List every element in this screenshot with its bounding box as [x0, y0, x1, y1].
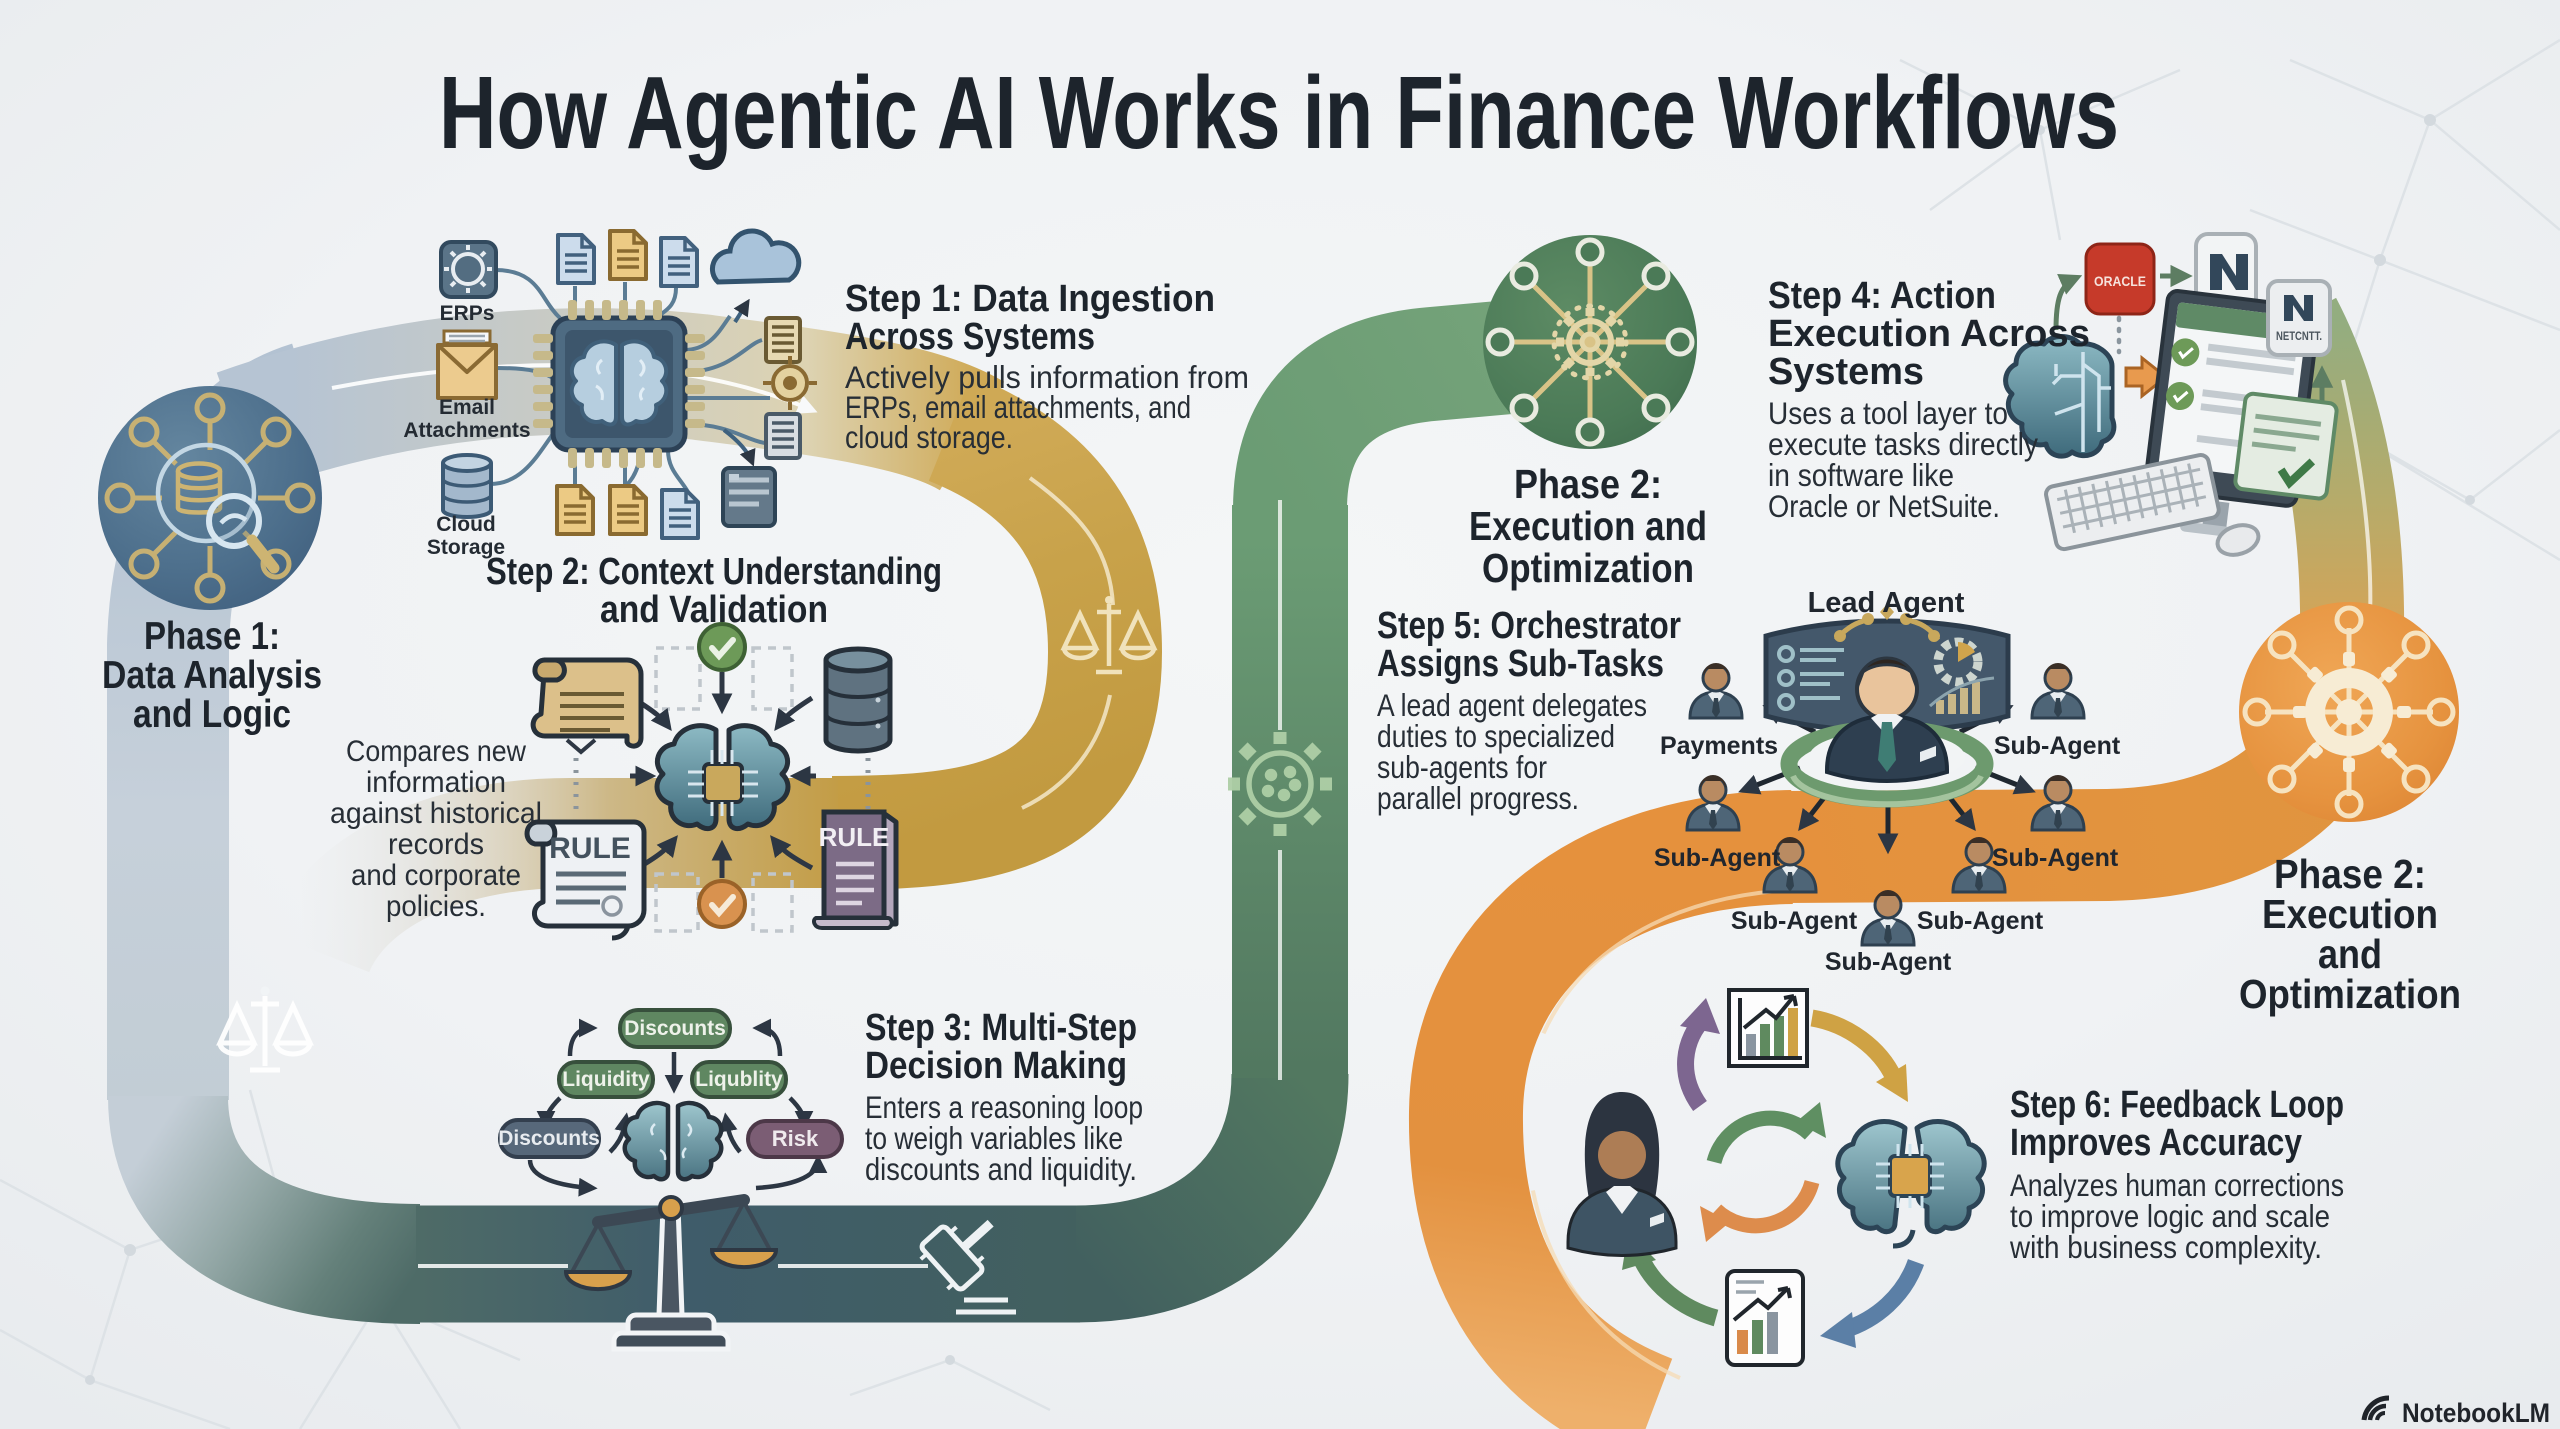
svg-text:information: information: [366, 766, 506, 799]
svg-text:Step 3: Multi-Step: Step 3: Multi-Step: [865, 1007, 1137, 1049]
svg-text:A lead agent delegates: A lead agent delegates: [1377, 687, 1647, 723]
svg-text:Execution and: Execution and: [1469, 503, 1707, 549]
svg-text:Storage: Storage: [427, 536, 505, 559]
svg-text:Sub-Agent: Sub-Agent: [1825, 948, 1952, 976]
svg-text:Uses a tool layer to: Uses a tool layer to: [1768, 395, 2008, 431]
svg-text:with business complexity.: with business complexity.: [2009, 1229, 2322, 1265]
svg-text:Phase 2:: Phase 2:: [1514, 461, 1662, 507]
svg-text:Liquidity: Liquidity: [562, 1068, 650, 1091]
svg-text:Phase 1:: Phase 1:: [144, 615, 280, 658]
svg-text:records: records: [388, 828, 484, 861]
svg-text:Step 4: Action: Step 4: Action: [1768, 275, 1996, 317]
svg-text:Step 1: Data Ingestion: Step 1: Data Ingestion: [845, 278, 1215, 320]
svg-text:cloud storage.: cloud storage.: [845, 419, 1013, 455]
svg-text:and: and: [2318, 931, 2382, 977]
svg-text:Step 2: Context Understanding: Step 2: Context Understanding: [486, 551, 942, 593]
svg-text:Phase 2:: Phase 2:: [2274, 851, 2426, 897]
svg-text:Sub-Agent: Sub-Agent: [1992, 844, 2119, 872]
svg-text:Actively pulls information fro: Actively pulls information from: [845, 359, 1249, 395]
svg-text:Execution: Execution: [2262, 891, 2438, 937]
svg-text:How Agentic AI Works in Financ: How Agentic AI Works in Finance Workflow…: [439, 55, 2119, 170]
svg-text:duties to specialized: duties to specialized: [1377, 718, 1615, 754]
svg-text:Improves Accuracy: Improves Accuracy: [2010, 1122, 2302, 1164]
svg-text:Discounts: Discounts: [624, 1017, 726, 1040]
svg-text:Lead Agent: Lead Agent: [1808, 587, 1965, 619]
svg-text:RULE: RULE: [549, 832, 631, 865]
svg-text:Systems: Systems: [1768, 351, 1924, 393]
svg-text:Execution Across: Execution Across: [1768, 313, 2090, 355]
svg-text:Compares new: Compares new: [346, 735, 526, 768]
svg-text:Across Systems: Across Systems: [845, 316, 1095, 358]
svg-text:to improve logic and scale: to improve logic and scale: [2010, 1198, 2330, 1234]
svg-text:RULE: RULE: [819, 822, 890, 852]
svg-text:ERPs, email attachments, and: ERPs, email attachments, and: [845, 389, 1191, 425]
svg-text:Step 5: Orchestrator: Step 5: Orchestrator: [1377, 605, 1681, 647]
svg-text:Oracle or NetSuite.: Oracle or NetSuite.: [1768, 488, 2000, 524]
svg-text:Data Analysis: Data Analysis: [102, 654, 322, 697]
svg-text:and Validation: and Validation: [600, 589, 828, 631]
svg-text:parallel progress.: parallel progress.: [1377, 780, 1579, 816]
svg-text:Sub-Agent: Sub-Agent: [1654, 844, 1781, 872]
svg-text:Cloud: Cloud: [436, 513, 495, 536]
svg-text:Optimization: Optimization: [2239, 971, 2461, 1017]
svg-text:in software like: in software like: [1768, 457, 1954, 493]
svg-text:Sub-Agent: Sub-Agent: [1994, 732, 2121, 760]
svg-text:Liqublity: Liqublity: [695, 1068, 783, 1091]
svg-text:Step 6: Feedback Loop: Step 6: Feedback Loop: [2010, 1084, 2344, 1126]
svg-text:NETCNTT.: NETCNTT.: [2276, 329, 2322, 343]
svg-text:Sub-Agent: Sub-Agent: [1917, 907, 2044, 935]
svg-text:Email: Email: [439, 396, 495, 419]
svg-text:and corporate: and corporate: [351, 859, 521, 892]
svg-text:against historical: against historical: [330, 797, 542, 830]
svg-text:Enters a reasoning loop: Enters a reasoning loop: [865, 1089, 1143, 1125]
svg-text:policies.: policies.: [386, 890, 486, 923]
svg-text:Analyzes human corrections: Analyzes human corrections: [2010, 1167, 2344, 1203]
svg-text:discounts and liquidity.: discounts and liquidity.: [865, 1151, 1137, 1187]
svg-text:Payments: Payments: [1660, 732, 1778, 760]
svg-text:execute tasks directly: execute tasks directly: [1768, 426, 2038, 462]
svg-text:Assigns Sub-Tasks: Assigns Sub-Tasks: [1377, 643, 1664, 685]
svg-text:Optimization: Optimization: [1482, 545, 1694, 591]
svg-text:Attachments: Attachments: [403, 419, 530, 442]
svg-text:Sub-Agent: Sub-Agent: [1731, 907, 1858, 935]
svg-text:Risk: Risk: [772, 1126, 819, 1151]
svg-text:Decision Making: Decision Making: [865, 1045, 1127, 1087]
svg-text:Discounts: Discounts: [498, 1127, 600, 1150]
svg-text:sub-agents for: sub-agents for: [1377, 749, 1547, 785]
svg-text:ERPs: ERPs: [440, 302, 495, 325]
svg-text:and Logic: and Logic: [133, 693, 291, 736]
svg-text:to weigh variables like: to weigh variables like: [865, 1120, 1123, 1156]
svg-text:ORACLE: ORACLE: [2094, 273, 2146, 289]
svg-text:NotebookLM: NotebookLM: [2402, 1398, 2550, 1428]
